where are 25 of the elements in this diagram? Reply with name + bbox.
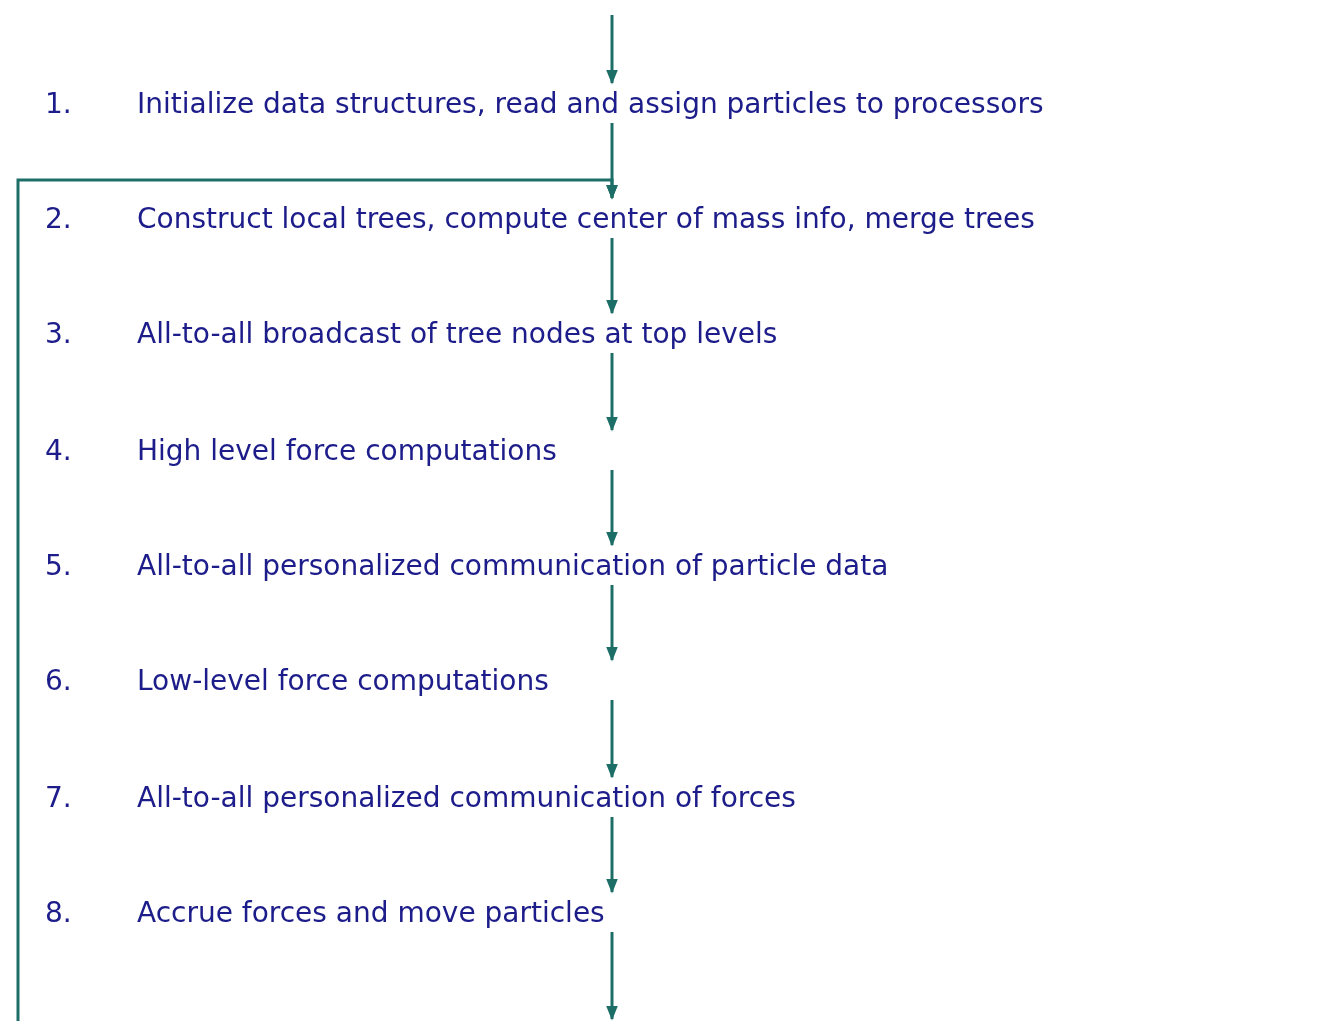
step-text: Construct local trees, compute center of mass info, merge trees [137, 201, 1035, 235]
arrow [606, 238, 618, 315]
arrow [606, 817, 618, 894]
step-text: Low-level force computations [137, 663, 549, 697]
step-number: 3. [45, 316, 73, 350]
step-text: All-to-all broadcast of tree nodes at top levels [137, 316, 778, 350]
arrow [606, 15, 618, 85]
arrow [606, 585, 618, 662]
step-number: 1. [45, 86, 73, 120]
loop-arrow [16, 178, 618, 1021]
step-text: Accrue forces and move particles [137, 895, 605, 929]
step-number: 6. [45, 663, 73, 697]
step-number: 8. [45, 895, 73, 929]
step-number: 5. [45, 548, 73, 582]
step-text: All-to-all personalized communication of particle data [137, 548, 889, 582]
step-text: High level force computations [137, 433, 557, 467]
step-number: 7. [45, 780, 73, 814]
step-number: 2. [45, 201, 73, 235]
arrow [606, 700, 618, 779]
step-number: 4. [45, 433, 73, 467]
arrow [606, 470, 618, 547]
step-text: Initialize data structures, read and assign particles to processors [137, 86, 1044, 120]
step-text: All-to-all personalized communication of forces [137, 780, 796, 814]
arrow [606, 353, 618, 432]
arrow [606, 932, 618, 1021]
